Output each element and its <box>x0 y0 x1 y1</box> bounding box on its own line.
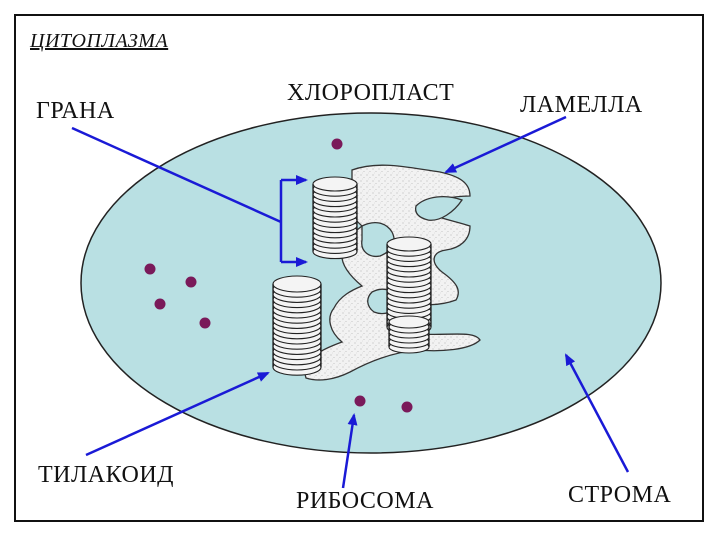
granum-stack-lower-right <box>388 315 430 354</box>
grana-label: ГРАНА <box>36 98 115 124</box>
lamella-arrow <box>444 115 567 174</box>
ribosome-dot <box>144 263 156 275</box>
ribosome-dot <box>401 401 413 413</box>
ribosome-label: РИБОСОМА <box>296 488 434 514</box>
stroma-label: СТРОМА <box>568 482 672 508</box>
thylakoid-arrow <box>85 371 270 457</box>
cytoplasm-label: ЦИТОПЛАЗМА <box>30 30 169 52</box>
granum-stack-upper <box>312 176 358 260</box>
grana-arrow <box>71 126 282 224</box>
thylakoid-disc <box>272 275 322 293</box>
ribosome-dot <box>185 276 197 288</box>
thylakoid-label: ТИЛАКОИД <box>38 462 175 488</box>
stroma-arrow <box>564 353 630 473</box>
ribosome-dot <box>154 298 166 310</box>
thylakoid-disc <box>386 236 432 252</box>
thylakoid-disc <box>312 176 358 192</box>
thylakoid-disc <box>388 315 430 329</box>
lamella-label: ЛАМЕЛЛА <box>520 92 643 118</box>
ribosome-dots <box>144 138 413 413</box>
figure-frame <box>14 14 704 522</box>
granum-stack-left <box>272 275 322 376</box>
ribosome-dot <box>354 395 366 407</box>
ribosome-dot <box>199 317 211 329</box>
chloroplast-label: ХЛОРОПЛАСТ <box>287 80 455 106</box>
pointer-arrows <box>71 115 630 489</box>
ribosome-dot <box>331 138 343 150</box>
ribosome-arrow <box>341 413 358 489</box>
